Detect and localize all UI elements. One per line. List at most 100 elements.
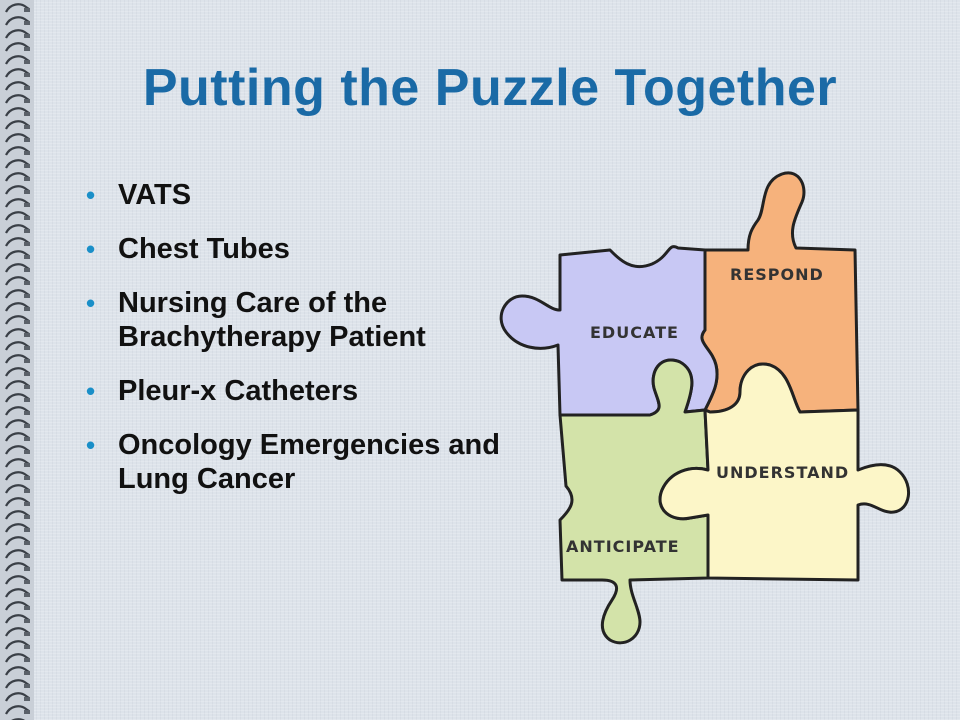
binding-hole	[24, 255, 30, 259]
binding-coil	[5, 497, 30, 507]
binding-hole	[24, 450, 30, 454]
bullet-text: Pleur-x Catheters	[118, 375, 359, 407]
binding-hole	[24, 502, 30, 506]
binding-hole	[24, 294, 30, 298]
binding-coil	[5, 627, 30, 637]
bullet-item-vats: •VATS	[80, 178, 500, 212]
binding-coil	[5, 120, 30, 130]
binding-hole	[24, 333, 30, 337]
binding-coil	[5, 94, 30, 104]
binding-hole	[24, 8, 30, 12]
binding-hole	[24, 541, 30, 545]
binding-coil	[5, 445, 30, 455]
binding-coil	[5, 588, 30, 598]
binding-hole	[24, 671, 30, 675]
bullet-text: VATS	[118, 179, 192, 211]
binding-hole	[24, 112, 30, 116]
binding-coil	[5, 549, 30, 559]
binding-hole	[24, 268, 30, 272]
binding-coil	[5, 263, 30, 273]
binding-coil	[5, 159, 30, 169]
bullet-list: •VATS •Chest Tubes •Nursing Care of the …	[80, 178, 500, 516]
binding-hole	[24, 216, 30, 220]
binding-coil	[5, 302, 30, 312]
binding-coil	[5, 55, 30, 65]
binding-hole	[24, 73, 30, 77]
binding-hole	[24, 372, 30, 376]
spiral-binding	[0, 0, 34, 720]
binding-coil	[5, 68, 30, 78]
binding-coil	[5, 458, 30, 468]
binding-hole	[24, 398, 30, 402]
binding-coil	[5, 367, 30, 377]
binding-coil	[5, 198, 30, 208]
slide-title: Putting the Puzzle Together	[142, 59, 838, 117]
bullet-item-pleurx: •Pleur-x Catheters	[80, 374, 500, 408]
binding-hole	[24, 658, 30, 662]
binding-hole	[24, 632, 30, 636]
bullet-text: Oncology Emergencies and Lung Cancer	[118, 429, 500, 495]
binding-hole	[24, 86, 30, 90]
binding-hole	[24, 281, 30, 285]
binding-hole	[24, 21, 30, 25]
binding-coil	[5, 289, 30, 299]
binding-coil	[5, 107, 30, 117]
bullet-item-chest-tubes: • Chest Tubes	[80, 232, 500, 266]
binding-hole	[24, 125, 30, 129]
binding-coil	[5, 419, 30, 429]
binding-hole	[24, 515, 30, 519]
binding-hole	[24, 164, 30, 168]
binding-coil	[5, 653, 30, 663]
binding-hole	[24, 411, 30, 415]
bullet-dot-icon: •	[86, 430, 96, 460]
binding-hole	[24, 151, 30, 155]
binding-hole	[24, 320, 30, 324]
binding-hole	[24, 437, 30, 441]
binding-coil	[5, 276, 30, 286]
binding-hole	[24, 60, 30, 64]
binding-hole	[24, 138, 30, 142]
binding-coil	[5, 133, 30, 143]
binding-coil	[5, 42, 30, 52]
binding-hole	[24, 203, 30, 207]
binding-hole	[24, 177, 30, 181]
binding-hole	[24, 229, 30, 233]
binding-hole	[24, 619, 30, 623]
binding-hole	[24, 697, 30, 701]
binding-coil	[5, 705, 30, 715]
puzzle-label-respond: RESPOND	[730, 265, 824, 284]
binding-coil	[5, 380, 30, 390]
bullet-item-oncology: • Oncology Emergencies and Lung Cancer	[80, 428, 500, 496]
puzzle-graphic: EDUCATE RESPOND ANTICIPATE UNDERSTAND	[499, 171, 910, 645]
bullet-text: Chest Tubes	[118, 233, 290, 265]
binding-coil	[5, 562, 30, 572]
binding-coil	[5, 484, 30, 494]
binding-hole	[24, 554, 30, 558]
binding-hole	[24, 34, 30, 38]
binding-hole	[24, 476, 30, 480]
binding-coil	[11, 718, 25, 720]
binding-hole	[24, 593, 30, 597]
binding-coil	[5, 640, 30, 650]
bullet-item-nursing-care: •Nursing Care of the Brachytherapy Patie…	[80, 286, 500, 354]
binding-coil	[5, 341, 30, 351]
puzzle-label-anticipate: ANTICIPATE	[566, 537, 680, 556]
binding-coil	[5, 614, 30, 624]
binding-coil	[5, 224, 30, 234]
binding-coil	[5, 315, 30, 325]
binding-coil	[5, 692, 30, 702]
binding-coil	[5, 250, 30, 260]
binding-coil	[5, 211, 30, 221]
binding-hole	[24, 528, 30, 532]
binding-coil	[5, 523, 30, 533]
binding-coil	[5, 354, 30, 364]
binding-coil	[5, 510, 30, 520]
binding-coil	[5, 432, 30, 442]
binding-hole	[24, 359, 30, 363]
binding-hole	[24, 99, 30, 103]
bullet-dot-icon: •	[86, 234, 96, 264]
puzzle-piece-understand	[658, 362, 910, 582]
puzzle-label-understand: UNDERSTAND	[716, 463, 849, 482]
binding-coil	[5, 172, 30, 182]
binding-hole	[24, 580, 30, 584]
